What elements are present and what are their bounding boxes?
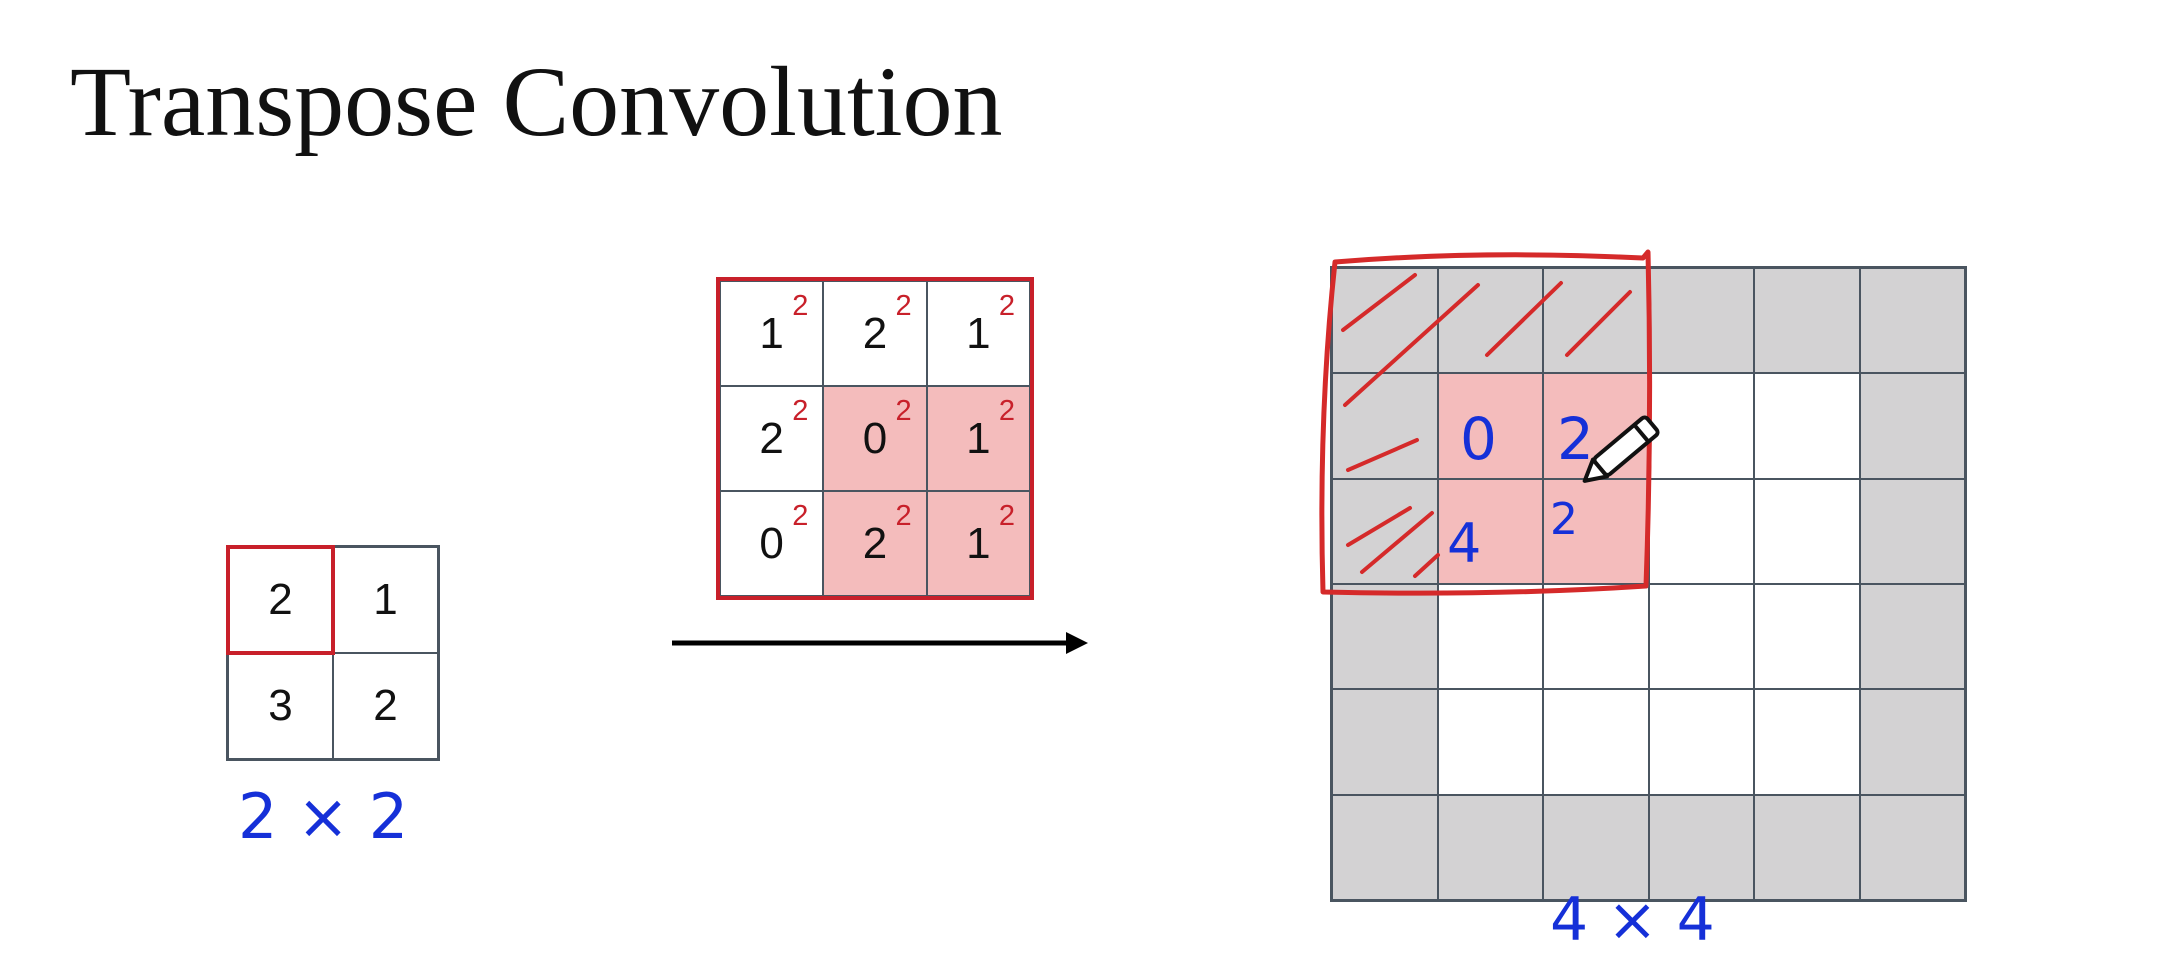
- output-cell: [1332, 268, 1438, 374]
- filter-value: 1: [966, 518, 991, 568]
- filter-multiplier: 2: [792, 290, 809, 322]
- filter-multiplier: 2: [895, 500, 912, 532]
- output-cell: [1437, 584, 1543, 690]
- output-cell: [1648, 268, 1754, 374]
- filter-value: 1: [966, 413, 991, 463]
- filter-value: 0: [759, 518, 784, 568]
- output-value: 0: [1460, 405, 1497, 473]
- output-cell: [1332, 584, 1438, 690]
- output-cell: [1754, 268, 1860, 374]
- filter-value: 0: [862, 413, 888, 463]
- output-cell: [1648, 794, 1754, 900]
- output-cell: [1754, 584, 1860, 690]
- filter-multiplier: 2: [998, 290, 1015, 322]
- output-cell: [1648, 373, 1754, 479]
- filter-multiplier: 2: [895, 290, 912, 322]
- output-cell: [1332, 373, 1438, 479]
- input-cell: 2: [333, 653, 438, 759]
- output-cell: [1648, 584, 1754, 690]
- filter-value: 1: [759, 308, 784, 358]
- output-cell: [1437, 373, 1543, 479]
- output-cell: [1437, 268, 1543, 374]
- output-cell: [1754, 478, 1860, 584]
- output-cell: [1859, 689, 1965, 795]
- output-cell: [1648, 689, 1754, 795]
- filter-multiplier: 2: [792, 500, 809, 532]
- filter-value: 2: [759, 413, 784, 463]
- output-value: 2: [1550, 494, 1578, 545]
- filter-value: 1: [966, 308, 991, 358]
- output-cell: [1332, 689, 1438, 795]
- output-cell: [1543, 794, 1649, 900]
- output-cell: [1754, 373, 1860, 479]
- output-cell: [1859, 584, 1965, 690]
- output-cell: [1543, 689, 1649, 795]
- output-value: 2: [1557, 405, 1594, 473]
- page-title: Transpose Convolution: [70, 46, 1003, 157]
- output-cell: [1859, 268, 1965, 374]
- output-cell: [1437, 794, 1543, 900]
- output-cell: [1859, 478, 1965, 584]
- output-cell: [1543, 584, 1649, 690]
- filter-multiplier: 2: [895, 395, 912, 427]
- filter-multiplier: 2: [998, 500, 1015, 532]
- output-cell: [1859, 373, 1965, 479]
- output-cell: [1648, 478, 1754, 584]
- filter-multiplier: 2: [792, 395, 809, 427]
- output-cell: [1437, 689, 1543, 795]
- output-cell: [1754, 689, 1860, 795]
- input-size-annotation: 2 × 2: [238, 780, 409, 853]
- output-cell: [1859, 794, 1965, 900]
- output-cell: [1437, 478, 1543, 584]
- output-cell: [1332, 794, 1438, 900]
- output-value: 4: [1447, 512, 1482, 575]
- output-grid: [1330, 266, 1967, 902]
- output-cell: [1332, 478, 1438, 584]
- filter-multiplier: 2: [998, 395, 1015, 427]
- output-size-annotation: 4 × 4: [1550, 885, 1715, 955]
- output-cell: [1754, 794, 1860, 900]
- filter-value: 2: [862, 518, 888, 568]
- input-highlight: [226, 545, 335, 655]
- filter-value: 2: [862, 308, 888, 358]
